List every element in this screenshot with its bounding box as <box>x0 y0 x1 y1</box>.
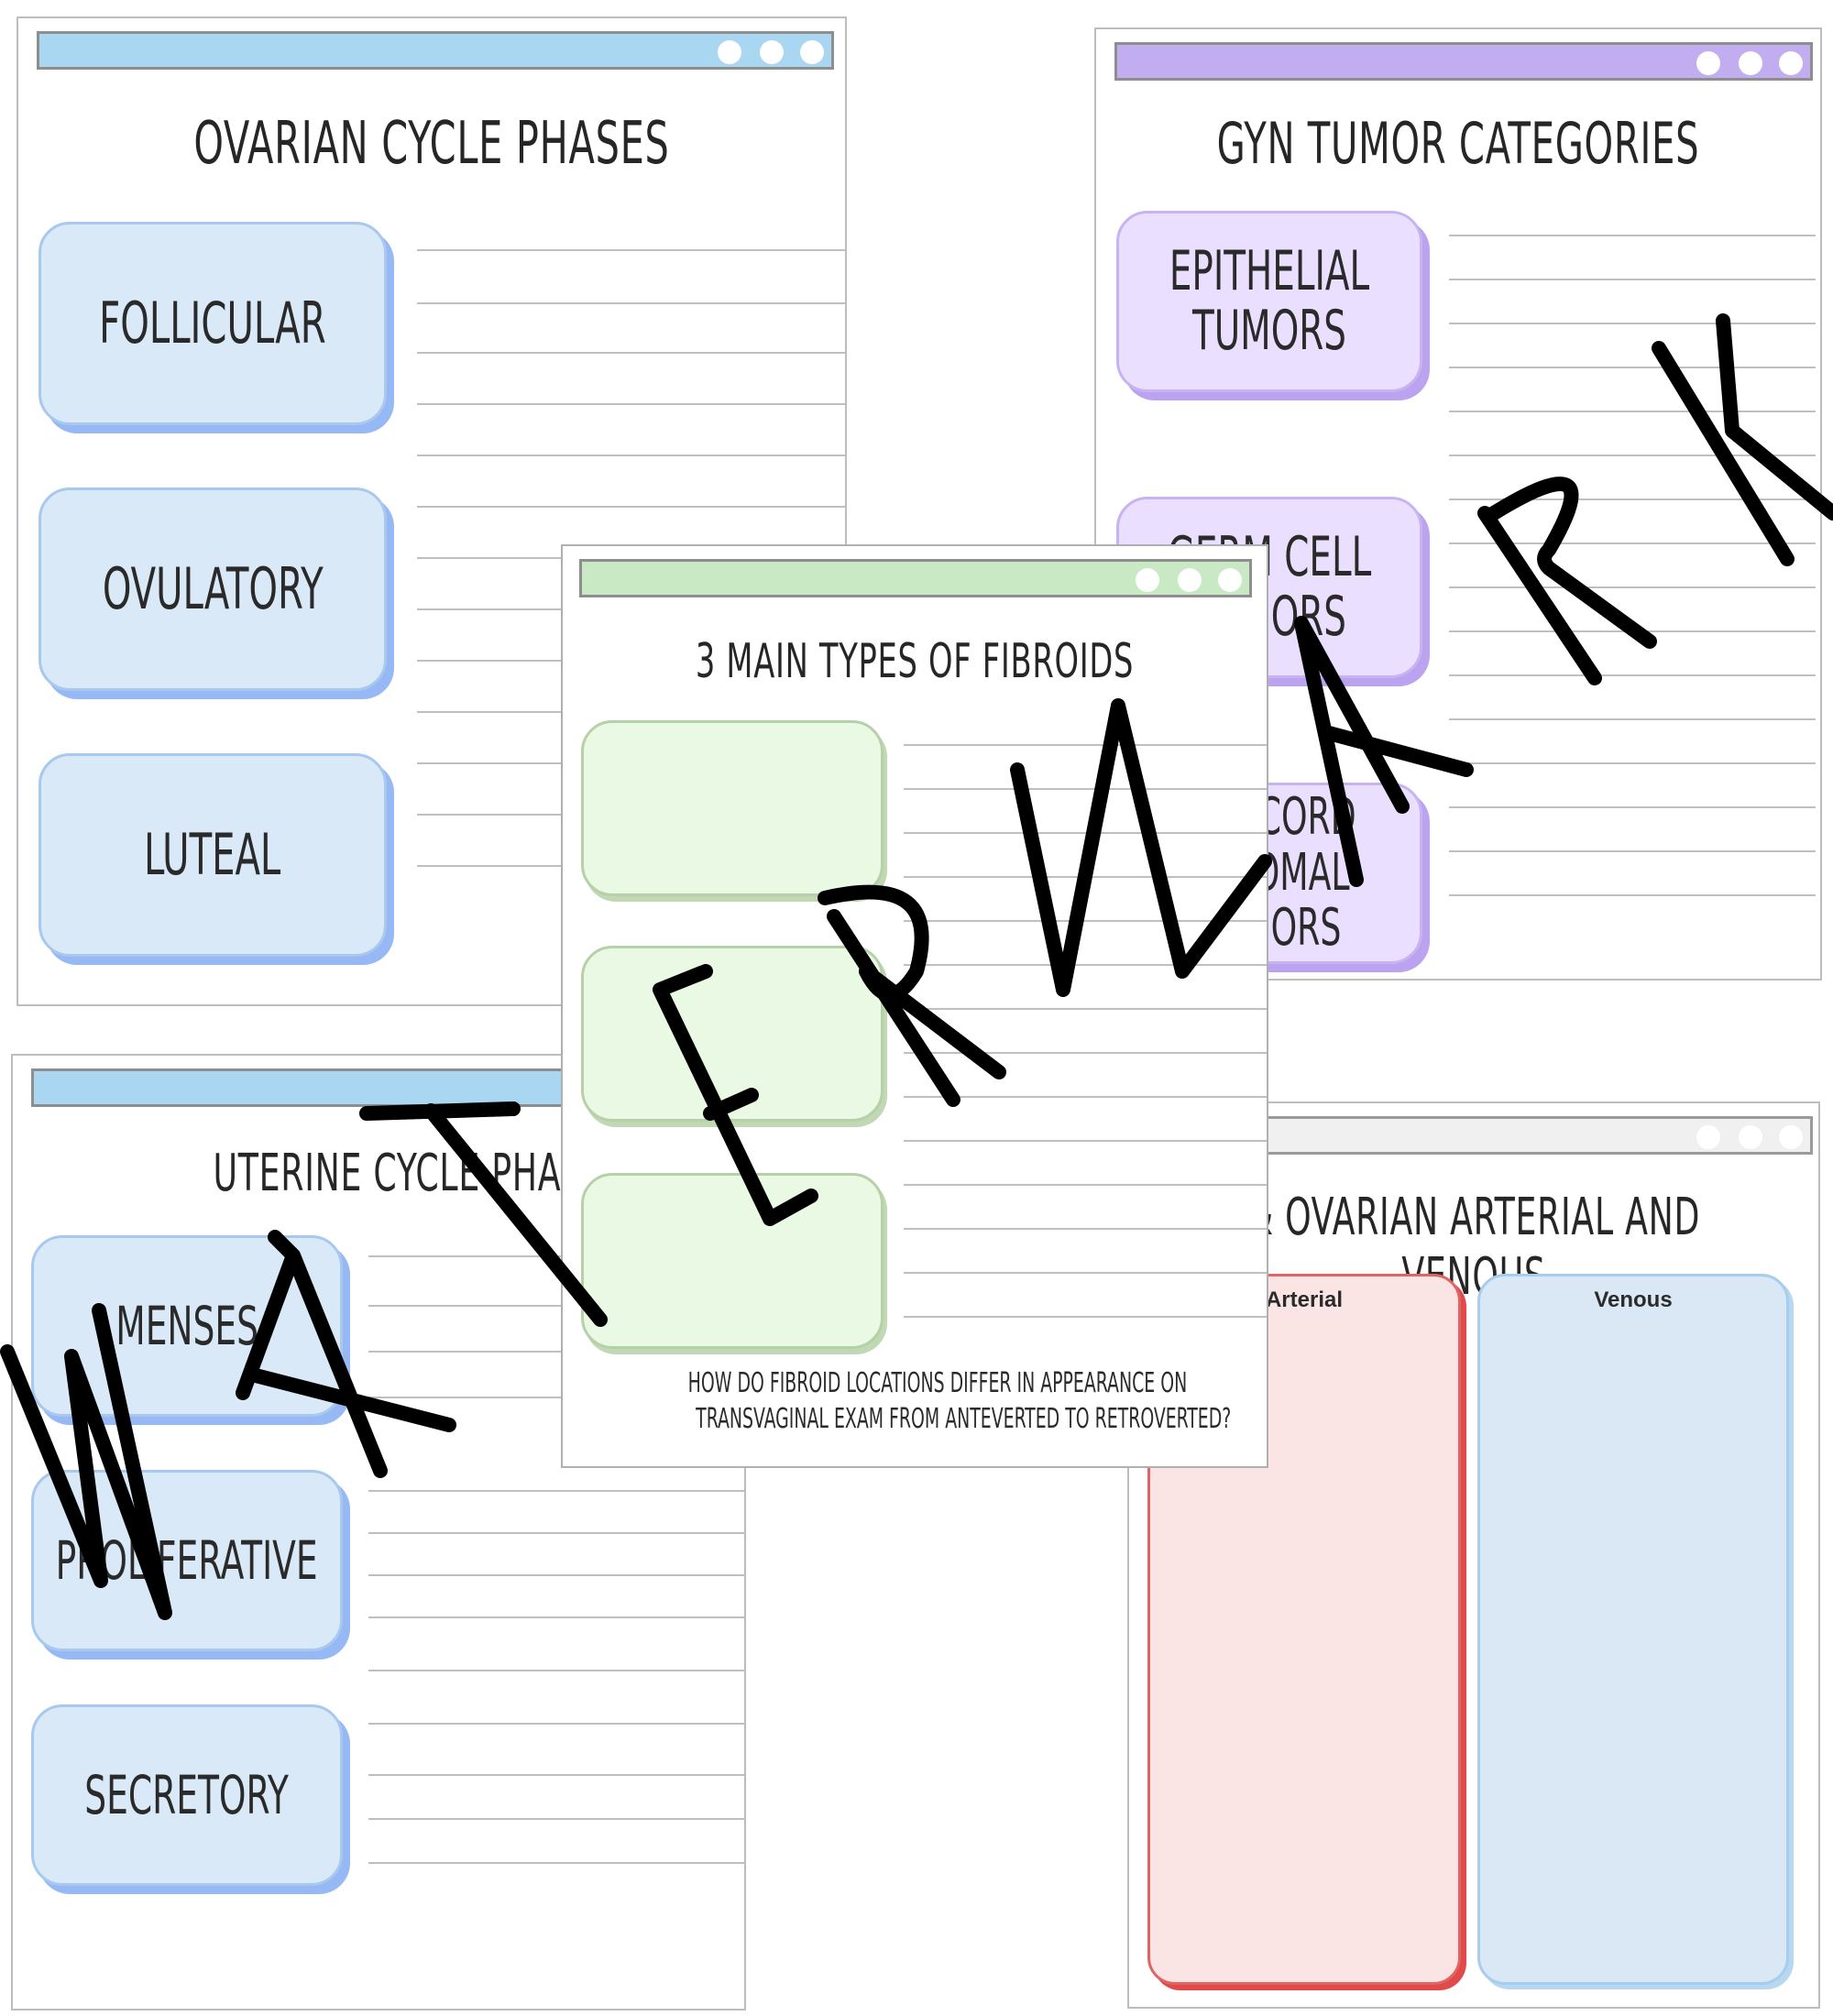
writing-line <box>368 1616 744 1618</box>
writing-line <box>417 455 845 456</box>
phase-card-secretory: Secretory <box>31 1704 343 1886</box>
phase-label: Secretory <box>84 1763 290 1826</box>
phase-label: Ovulatory <box>102 554 324 622</box>
window-dot-icon <box>1739 1125 1762 1149</box>
writing-line <box>904 1184 1267 1186</box>
writing-line <box>1449 323 1816 324</box>
ovarian-cycle-sheet: Ovarian Cycle phases Follicular Ovulator… <box>16 16 847 1006</box>
phase-card-luteal: Luteal <box>38 753 387 957</box>
fibroid-question: How do fibroid locations differ in appea… <box>581 1365 1248 1437</box>
writing-line <box>1449 718 1816 720</box>
writing-line <box>904 876 1267 878</box>
writing-line <box>368 1351 744 1353</box>
writing-line <box>904 964 1267 966</box>
phase-card-proliferative: Proliferative <box>31 1470 343 1651</box>
question-line-1: How do fibroid locations differ in appea… <box>687 1367 1188 1399</box>
writing-line <box>1449 542 1816 544</box>
window-title-bar <box>579 559 1252 597</box>
writing-line <box>368 1490 744 1492</box>
window-dot-icon <box>1779 51 1803 75</box>
window-dot-icon <box>760 40 784 64</box>
writing-line <box>368 1532 744 1534</box>
writing-line <box>368 1670 744 1671</box>
writing-line <box>904 788 1267 790</box>
writing-line <box>1449 367 1816 368</box>
writing-line <box>1449 630 1816 632</box>
window-dot-icon <box>718 40 741 64</box>
writing-line <box>904 920 1267 922</box>
window-title-bar <box>37 31 834 70</box>
sheet-title: 3 main types of fibroids <box>695 634 1135 689</box>
fibroid-card-3 <box>581 1173 884 1349</box>
writing-line <box>368 1574 744 1576</box>
sheet-title: GYN Tumor categories <box>1216 110 1700 177</box>
phase-label: Follicular <box>99 289 326 356</box>
writing-line <box>1449 279 1816 280</box>
writing-line <box>904 1316 1267 1318</box>
writing-line <box>904 1140 1267 1142</box>
sheet-title: Ovarian Cycle phases <box>193 110 670 178</box>
window-title-bar <box>1114 42 1813 81</box>
writing-line <box>1449 762 1816 764</box>
writing-line <box>904 744 1267 746</box>
writing-line <box>904 1052 1267 1054</box>
writing-line <box>904 832 1267 834</box>
column-label: Arterial <box>1265 1287 1344 1312</box>
column-label: Venous <box>1594 1287 1673 1312</box>
writing-line <box>368 1774 744 1776</box>
window-dot-icon <box>1178 568 1202 592</box>
phase-label: Proliferative <box>56 1528 318 1592</box>
writing-line <box>904 1272 1267 1274</box>
writing-line <box>1449 235 1816 236</box>
writing-line <box>1449 455 1816 456</box>
writing-line <box>417 506 845 508</box>
writing-line <box>1449 411 1816 412</box>
phase-card-ovulatory: Ovulatory <box>38 488 387 691</box>
tumor-label: Epithelial tumors <box>1169 239 1370 363</box>
writing-line <box>1449 499 1816 500</box>
writing-line <box>368 1397 744 1398</box>
writing-line <box>368 1818 744 1820</box>
window-dot-icon <box>1739 51 1762 75</box>
writing-line <box>417 249 845 251</box>
phase-label: Luteal <box>144 820 281 888</box>
phase-label: Menses <box>115 1294 258 1357</box>
venous-column: Venous <box>1477 1274 1789 1985</box>
writing-line <box>904 1096 1267 1098</box>
window-dot-icon <box>1218 568 1242 592</box>
phase-card-menses: Menses <box>31 1235 343 1417</box>
writing-line <box>417 302 845 304</box>
window-dot-icon <box>800 40 824 64</box>
writing-line <box>1449 850 1816 852</box>
writing-line <box>1449 586 1816 588</box>
writing-line <box>904 1228 1267 1230</box>
writing-line <box>1449 894 1816 896</box>
fibroid-card-1 <box>581 720 884 896</box>
question-line-2: transvaginal exam from anteverted to ret… <box>696 1403 1232 1435</box>
writing-line <box>368 1723 744 1725</box>
writing-line <box>368 1862 744 1864</box>
fibroids-sheet: 3 main types of fibroids How do fibroid … <box>561 544 1268 1468</box>
writing-line <box>1449 674 1816 676</box>
window-dot-icon <box>1136 568 1159 592</box>
fibroid-card-2 <box>581 946 884 1122</box>
writing-line <box>417 403 845 405</box>
phase-card-follicular: Follicular <box>38 222 387 425</box>
writing-line <box>1449 806 1816 808</box>
window-dot-icon <box>1696 1125 1720 1149</box>
writing-line <box>904 1008 1267 1010</box>
window-dot-icon <box>1696 51 1720 75</box>
writing-line <box>417 352 845 354</box>
tumor-card-epithelial: Epithelial tumors <box>1116 211 1422 392</box>
window-dot-icon <box>1779 1125 1803 1149</box>
